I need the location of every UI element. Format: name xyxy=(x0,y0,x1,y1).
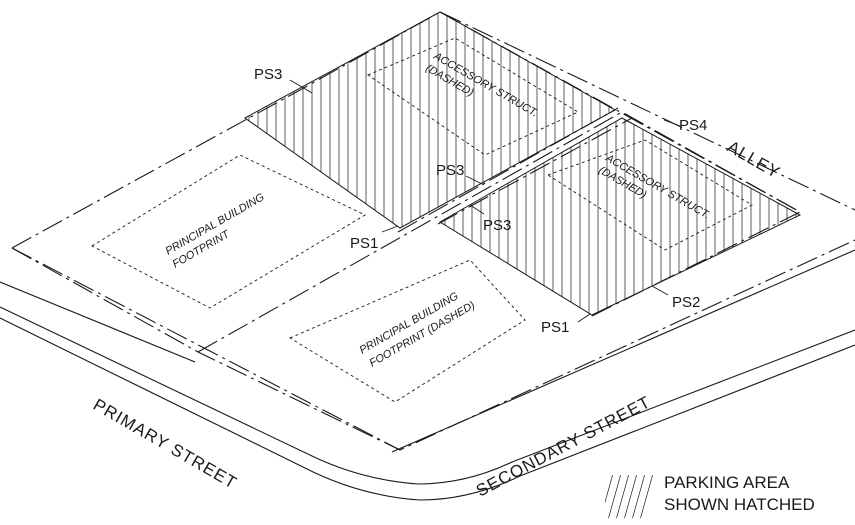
ps3-upper-leader xyxy=(289,79,313,94)
primary-street-edge-inner xyxy=(0,306,855,485)
ps3-middle-label: PS3 xyxy=(436,162,464,179)
hatch-line xyxy=(639,475,655,518)
primary-street-curb xyxy=(0,281,196,363)
principal-footprint-lower xyxy=(289,259,526,403)
hatch-line xyxy=(605,475,607,518)
hatch-line xyxy=(576,470,590,520)
ps1-lower-leader xyxy=(577,313,591,323)
ps1-lower-label: PS1 xyxy=(541,319,569,336)
secondary-street-curb xyxy=(391,249,855,453)
parking-hatch-upper xyxy=(248,12,610,228)
lot-boundaries xyxy=(11,11,855,451)
principal-footprint-upper xyxy=(91,154,366,309)
ps3-upper-label: PS3 xyxy=(254,66,282,83)
ps3-lower-leader xyxy=(469,204,485,215)
accessory-footprint-upper xyxy=(367,37,579,156)
footprints xyxy=(91,37,753,403)
street-edges xyxy=(0,249,855,501)
primary-street-edge-outer xyxy=(0,317,855,501)
ps3-middle-leader xyxy=(465,175,485,186)
primary-street-label: PRIMARY STREET xyxy=(90,395,240,493)
hatch-line xyxy=(623,475,639,518)
ps2-label: PS2 xyxy=(672,294,700,311)
hatch-line xyxy=(607,475,623,518)
marker-leaders xyxy=(289,79,681,323)
hatch-line xyxy=(584,470,598,520)
alley-label: ALLEY xyxy=(724,137,784,182)
lot-line-front xyxy=(11,239,855,451)
legend-line-2: SHOWN HATCHED xyxy=(664,495,815,514)
lot-line-alley xyxy=(439,11,801,213)
ps2-leader xyxy=(651,285,669,296)
ps1-upper-label: PS1 xyxy=(350,235,378,252)
legend: PARKING AREA SHOWN HATCHED xyxy=(576,470,815,520)
ps1-upper-leader xyxy=(381,225,399,233)
hatch-line xyxy=(631,475,647,518)
marker-labels: PS3 PS3 PS3 PS1 PS1 PS4 PS2 xyxy=(254,66,707,336)
accessory-footprint-lower xyxy=(546,139,753,251)
lot-line-side-primary xyxy=(11,247,401,451)
hatch-line xyxy=(615,475,631,518)
lot-line-rear-upper xyxy=(11,11,855,249)
parking-area-lower-outline xyxy=(439,117,802,316)
parking-area-upper-outline xyxy=(244,11,617,229)
hatch-line xyxy=(605,475,615,518)
legend-hatch-swatch xyxy=(576,470,655,520)
ps3-lower-label: PS3 xyxy=(483,217,511,234)
ps4-label: PS4 xyxy=(679,117,707,134)
legend-line-1: PARKING AREA xyxy=(664,473,790,492)
ps4-leader xyxy=(663,119,681,127)
secondary-street-label: SECONDARY STREET xyxy=(473,392,654,500)
